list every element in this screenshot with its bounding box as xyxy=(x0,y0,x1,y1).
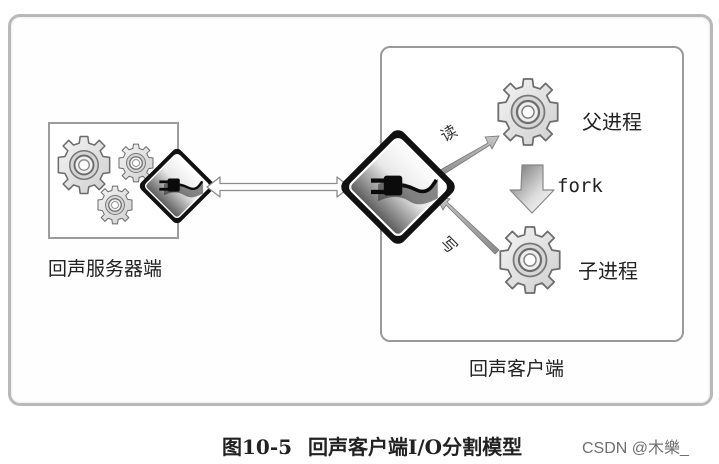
child-process-label: 子进程 xyxy=(578,259,638,283)
fork-arrow-icon xyxy=(509,164,555,214)
child-process-gear-icon xyxy=(499,225,561,295)
watermark: CSDN @木樂_ xyxy=(582,440,689,457)
fork-label: fork xyxy=(557,175,603,197)
server-label: 回声服务器端 xyxy=(48,258,163,280)
figure-caption-title: 回声客户端I/O分割模型 xyxy=(308,435,523,459)
figure-caption-number: 图10-5 xyxy=(222,435,293,459)
client-socket-icon xyxy=(335,124,461,250)
parent-process-gear-icon xyxy=(497,77,559,147)
client-label: 回声客户端 xyxy=(469,358,565,380)
read-arrow-icon xyxy=(434,135,500,179)
parent-process-label: 父进程 xyxy=(582,110,642,134)
